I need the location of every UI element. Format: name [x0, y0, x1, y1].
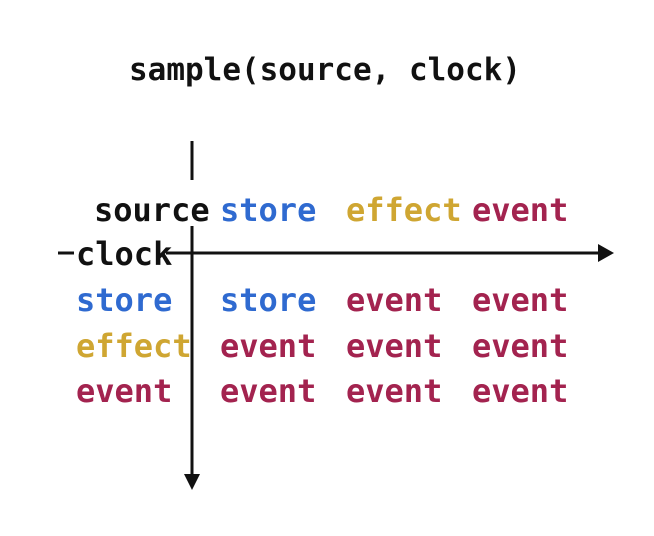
result-cell: store	[220, 281, 317, 319]
result-cell: event	[472, 372, 569, 410]
diagram-title: sample(source, clock)	[129, 52, 521, 88]
result-cell: event	[346, 281, 443, 319]
clock-axis-label: clock	[76, 235, 173, 273]
row-header-store: store	[76, 281, 173, 319]
column-header-event: event	[472, 191, 569, 229]
vertical-arrowhead	[184, 474, 200, 490]
result-cell: event	[220, 372, 317, 410]
result-cell: event	[346, 372, 443, 410]
source-axis-label: source	[94, 191, 210, 229]
row-header-effect: effect	[76, 327, 192, 365]
column-header-effect: effect	[346, 191, 462, 229]
result-cell: event	[472, 327, 569, 365]
result-cell: event	[346, 327, 443, 365]
horizontal-arrowhead	[598, 244, 614, 262]
result-cell: event	[472, 281, 569, 319]
column-header-store: store	[220, 191, 317, 229]
result-cell: event	[220, 327, 317, 365]
row-header-event: event	[76, 372, 173, 410]
